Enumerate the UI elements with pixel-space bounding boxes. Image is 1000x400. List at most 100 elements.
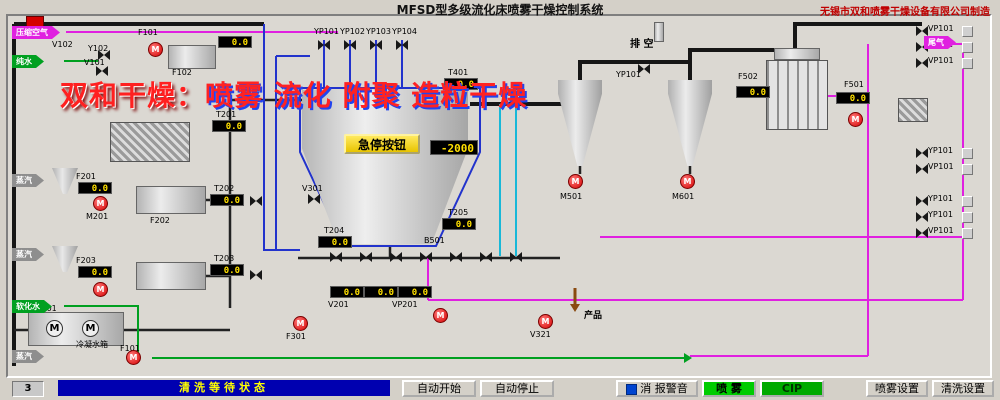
- value-display: 0.0: [210, 194, 244, 206]
- pump-icon[interactable]: M: [293, 316, 308, 331]
- auto-start-button[interactable]: 自动开始: [402, 380, 476, 397]
- spray-settings-button[interactable]: 喷雾设置: [866, 380, 928, 397]
- device-tag-vp201: VP201: [392, 300, 418, 309]
- exhaust-vent-label: 排 空: [630, 39, 654, 50]
- device-tag-v301: V301: [302, 184, 323, 193]
- cip-button[interactable]: CIP: [760, 380, 824, 397]
- device-tag-vp101: VP101: [928, 162, 954, 171]
- device-tag-t204: T204: [324, 226, 345, 235]
- device-tag-f502: F502: [738, 72, 758, 81]
- pump-icon[interactable]: M: [538, 314, 553, 329]
- valve-icon[interactable]: [250, 270, 262, 280]
- emergency-stop-button[interactable]: 急停按钮: [344, 134, 420, 154]
- speaker-icon: [626, 383, 638, 395]
- clean-settings-button[interactable]: 清洗设置: [932, 380, 994, 397]
- silencer: [898, 98, 928, 122]
- valve-icon[interactable]: [308, 194, 320, 204]
- condenser: [766, 60, 828, 130]
- device-tag-v201: V201: [328, 300, 349, 309]
- valve-icon[interactable]: [250, 196, 262, 206]
- value-display: 0.0: [78, 182, 112, 194]
- device-tag-vp101: VP101: [928, 56, 954, 65]
- feed-tank: [168, 45, 216, 69]
- valve-icon[interactable]: [638, 64, 650, 74]
- device-tag-v321: V321: [530, 330, 551, 339]
- device-tag-v102: V102: [52, 40, 73, 49]
- device-tag-yp101: YP101: [928, 146, 953, 155]
- value-display: 0.0: [318, 236, 352, 248]
- mini-indicator: [962, 58, 973, 69]
- condenser-cap: [774, 48, 820, 60]
- device-tag-f101: F101: [138, 28, 158, 37]
- fluid-bed-2: [136, 262, 206, 290]
- valve-icon[interactable]: [510, 252, 522, 262]
- valve-icon[interactable]: [450, 252, 462, 262]
- valve-icon[interactable]: [390, 252, 402, 262]
- valve-icon[interactable]: [330, 252, 342, 262]
- valve-icon[interactable]: [916, 148, 928, 158]
- valve-icon[interactable]: [344, 40, 356, 50]
- device-tag-vp101: VP101: [928, 24, 954, 33]
- device-tag-f301: F301: [286, 332, 306, 341]
- company-name: 无锡市双和喷雾干燥设备有限公司制造: [820, 7, 990, 18]
- device-tag-yp102: YP102: [340, 27, 365, 36]
- status-counter: 3: [12, 381, 44, 397]
- valve-icon[interactable]: [916, 164, 928, 174]
- valve-icon[interactable]: [916, 212, 928, 222]
- device-tag-t205: T205: [448, 208, 469, 217]
- valve-icon[interactable]: [916, 196, 928, 206]
- mute-alarm-button[interactable]: 消 报警音: [616, 380, 698, 397]
- device-tag-yp101: YP101: [928, 194, 953, 203]
- mini-indicator: [962, 212, 973, 223]
- pump-icon[interactable]: M: [680, 174, 695, 189]
- level-display: -2000: [430, 140, 478, 155]
- mini-indicator: [962, 196, 973, 207]
- value-display: 0.0: [442, 218, 476, 230]
- value-display: 0.0: [78, 266, 112, 278]
- device-tag-yp104: YP104: [392, 27, 417, 36]
- value-display: 0.0: [218, 36, 252, 48]
- watermark-brand: 双和干燥：: [60, 79, 206, 112]
- pump-icon[interactable]: M: [433, 308, 448, 323]
- valve-icon[interactable]: [318, 40, 330, 50]
- pump-icon[interactable]: M: [848, 112, 863, 127]
- pump-icon[interactable]: M: [93, 282, 108, 297]
- value-display: 0.0: [736, 86, 770, 98]
- pump-icon[interactable]: M: [568, 174, 583, 189]
- value-display: 0.0: [212, 120, 246, 132]
- mini-indicator: [962, 42, 973, 53]
- mini-indicator: [962, 164, 973, 175]
- device-tag-t202: T202: [214, 184, 235, 193]
- device-tag-b501: B501: [424, 236, 445, 245]
- pump-icon[interactable]: M: [148, 42, 163, 57]
- valve-icon[interactable]: [360, 252, 372, 262]
- pump-icon[interactable]: M: [93, 196, 108, 211]
- valve-icon[interactable]: [98, 50, 110, 60]
- agitator-motor-icon[interactable]: M: [46, 320, 63, 337]
- valve-icon[interactable]: [420, 252, 432, 262]
- valve-icon[interactable]: [396, 40, 408, 50]
- value-display: 0.0: [364, 286, 398, 298]
- value-display: 0.0: [398, 286, 432, 298]
- valve-icon[interactable]: [370, 40, 382, 50]
- auto-stop-button[interactable]: 自动停止: [480, 380, 554, 397]
- device-tag-m201: M201: [86, 212, 109, 221]
- watermark-slogan: 喷雾 流化 附聚 造粒干燥: [205, 79, 528, 112]
- agitator-motor-icon[interactable]: M: [82, 320, 99, 337]
- valve-icon[interactable]: [916, 228, 928, 238]
- valve-icon[interactable]: [916, 26, 928, 36]
- bag-filter: [110, 122, 190, 162]
- pump-icon[interactable]: M: [126, 350, 141, 365]
- device-tag-yp101: YP101: [314, 27, 339, 36]
- watermark: 双和干燥：喷雾 流化 附聚 造粒干燥: [60, 74, 527, 114]
- fluid-bed-1: [136, 186, 206, 214]
- stream-soft-water: 软化水: [12, 300, 52, 313]
- valve-icon[interactable]: [916, 58, 928, 68]
- valve-icon[interactable]: [480, 252, 492, 262]
- drain-arrow-icon: [684, 353, 692, 363]
- mini-indicator: [962, 148, 973, 159]
- vent-stack: [654, 22, 664, 42]
- spray-button[interactable]: 喷 雾: [702, 380, 756, 397]
- condensate-tank-label: 冷凝水箱: [76, 340, 108, 349]
